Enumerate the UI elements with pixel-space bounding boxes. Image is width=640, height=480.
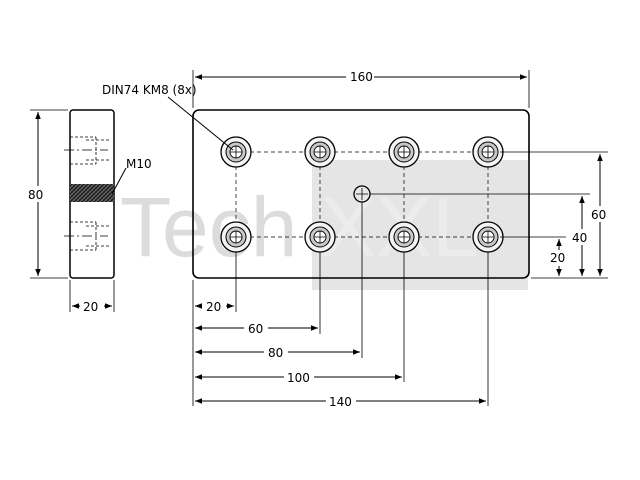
dimension-width-160: 160 (192, 68, 530, 108)
m10-leader (111, 167, 127, 195)
m10-label: M10 (126, 157, 152, 171)
front-view: DIN74 KM8 (8x) (102, 83, 530, 279)
dim-40-right: 40 (572, 231, 587, 245)
dim-60-right: 60 (591, 208, 606, 222)
dimension-bottom-100: 100 (195, 369, 402, 385)
dim-80-bottom: 80 (268, 346, 283, 360)
side-view: M10 (64, 109, 152, 279)
center-thread-hole (353, 185, 371, 203)
dimension-bottom-140: 140 (195, 393, 486, 409)
dim-20-thickness: 20 (83, 300, 98, 314)
dimension-bottom-80: 80 (195, 344, 360, 360)
dimension-right-20: 20 (500, 236, 570, 276)
dim-140-bottom: 140 (329, 395, 352, 409)
dim-60-bottom: 60 (248, 322, 263, 336)
dim-100-bottom: 100 (287, 371, 310, 385)
dim-80-height: 80 (28, 188, 43, 202)
dimension-thickness-20: 20 (69, 280, 115, 314)
dim-160-width: 160 (350, 70, 373, 84)
m10-thread (70, 184, 114, 202)
dim-20-right: 20 (550, 251, 565, 265)
dimension-bottom-60: 60 (195, 320, 318, 336)
dimension-height-80: 80 (26, 109, 68, 279)
watermark-text-tech: Tech (120, 180, 297, 274)
dimension-right-60: 60 (500, 151, 612, 279)
dimension-bottom-20: 20 (195, 298, 234, 314)
bottom-extension-lines (192, 202, 489, 406)
dimension-right-40: 40 (370, 193, 592, 276)
dim-20-bottom: 20 (206, 300, 221, 314)
din-leader (167, 96, 234, 151)
din-label: DIN74 KM8 (8x) (102, 83, 197, 97)
